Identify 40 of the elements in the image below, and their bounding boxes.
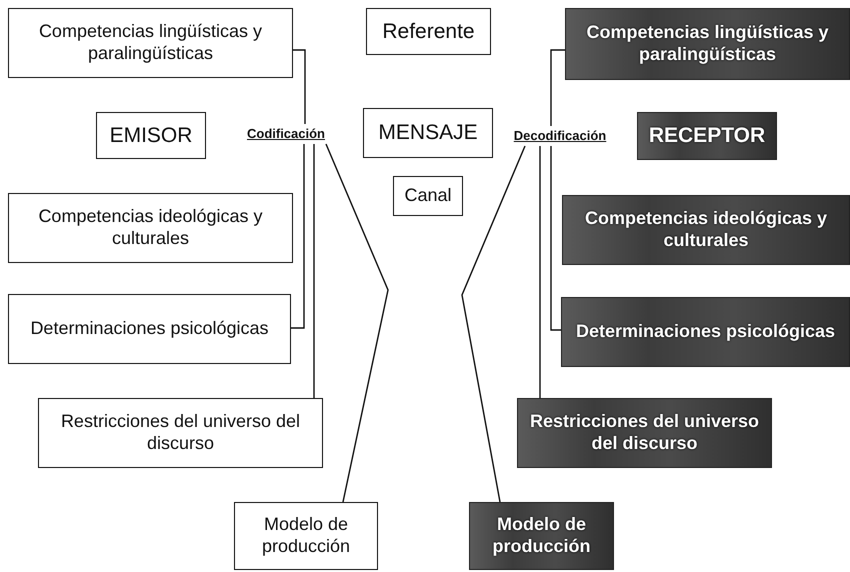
box-label: Competencias ideológicas y culturales [584,208,828,252]
box-label: Canal [404,185,452,207]
concept-box [8,8,293,78]
box-label: RECEPTOR [648,123,766,149]
box-label: Competencias ideológicas y culturales [37,206,264,250]
concept-box [8,193,293,263]
box-label: Modelo de producción [260,514,352,558]
box-label: Referente [382,18,475,44]
box-label: Competencias lingüísticas y paralingüísticas [585,22,830,66]
concept-box [561,297,850,367]
concept-box [38,398,323,468]
connector-line [550,146,561,331]
concept-box [562,195,850,265]
box-label: EMISOR [110,122,192,148]
concept-box [565,8,850,80]
box-label: Determinaciones psicológicas [576,321,836,343]
connector-line [325,144,389,502]
connector-line [461,146,526,502]
concept-box [234,502,378,570]
connector-line [550,49,565,126]
concept-box [637,112,777,160]
box-label: Competencias lingüísticas y paralingüísticas [38,21,264,65]
label-text: Codificación [232,124,340,144]
concept-box [96,112,206,159]
label-text: Decodificación [506,126,614,146]
box-label: Determinaciones psicológicas [30,318,269,340]
box-label: Restricciones del universo del discurso [528,411,760,455]
box-label: Modelo de producción [492,514,592,558]
box-label: MENSAJE [378,120,478,146]
concept-box [366,8,491,55]
box-label: Restricciones del universo del discurso [60,411,302,455]
concept-box [393,176,463,216]
concept-box [517,398,772,468]
connector-line [539,146,541,398]
concept-box [363,108,493,158]
connector-line [313,144,315,398]
concept-box [469,502,614,570]
concept-box [8,294,291,364]
connector-line [291,144,305,329]
connector-line [293,49,306,124]
